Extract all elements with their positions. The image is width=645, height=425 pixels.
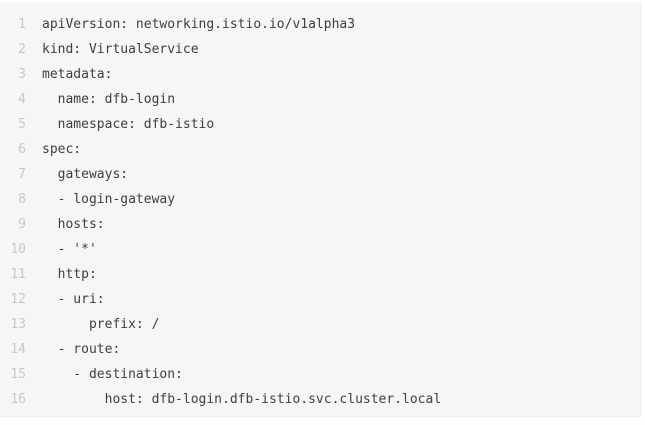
code-text: metadata: (42, 67, 113, 82)
line-number: 2 (18, 42, 26, 57)
code-line: 11 http: (0, 262, 640, 287)
line-number: 8 (18, 192, 26, 207)
code-line: 10 - '*' (0, 237, 640, 262)
code-text: hosts: (42, 217, 105, 232)
code-text: name: dfb-login (42, 92, 176, 107)
code-text: - route: (42, 342, 121, 357)
code-text: - uri: (42, 292, 105, 307)
line-number: 3 (18, 67, 26, 82)
line-number: 16 (10, 392, 26, 407)
code-text: spec: (42, 142, 82, 157)
code-line: 6 spec: (0, 137, 640, 162)
line-number: 15 (10, 367, 26, 382)
code-line: 3 metadata: (0, 62, 640, 87)
code-line: 4 name: dfb-login (0, 87, 640, 112)
code-block: 1 apiVersion: networking.istio.io/v1alph… (0, 3, 641, 417)
line-number: 7 (18, 167, 26, 182)
line-number: 5 (18, 117, 26, 132)
code-line: 5 namespace: dfb-istio (0, 112, 640, 137)
code-text: apiVersion: networking.istio.io/v1alpha3 (42, 17, 356, 32)
code-text: host: dfb-login.dfb-istio.svc.cluster.lo… (42, 392, 442, 407)
line-number: 1 (18, 17, 26, 32)
code-text: prefix: / (42, 317, 160, 332)
line-number: 6 (18, 142, 26, 157)
line-number: 11 (10, 267, 26, 282)
code-text: http: (42, 267, 97, 282)
code-text: - login-gateway (42, 192, 176, 207)
code-line: 16 host: dfb-login.dfb-istio.svc.cluster… (0, 387, 640, 412)
code-line: 12 - uri: (0, 287, 640, 312)
code-line: 7 gateways: (0, 162, 640, 187)
code-line: 8 - login-gateway (0, 187, 640, 212)
code-line: 9 hosts: (0, 212, 640, 237)
code-text: gateways: (42, 167, 129, 182)
code-text: namespace: dfb-istio (42, 117, 215, 132)
line-number: 10 (10, 242, 26, 257)
code-text: kind: VirtualService (42, 42, 199, 57)
line-number: 9 (18, 217, 26, 232)
code-line: 13 prefix: / (0, 312, 640, 337)
code-line: 2 kind: VirtualService (0, 37, 640, 62)
code-line: 1 apiVersion: networking.istio.io/v1alph… (0, 12, 640, 37)
line-number: 12 (10, 292, 26, 307)
line-number: 14 (10, 342, 26, 357)
line-number: 13 (10, 317, 26, 332)
code-line: 14 - route: (0, 337, 640, 362)
code-text: - destination: (42, 367, 183, 382)
code-text: - '*' (42, 242, 97, 257)
line-number: 4 (18, 92, 26, 107)
code-line: 15 - destination: (0, 362, 640, 387)
